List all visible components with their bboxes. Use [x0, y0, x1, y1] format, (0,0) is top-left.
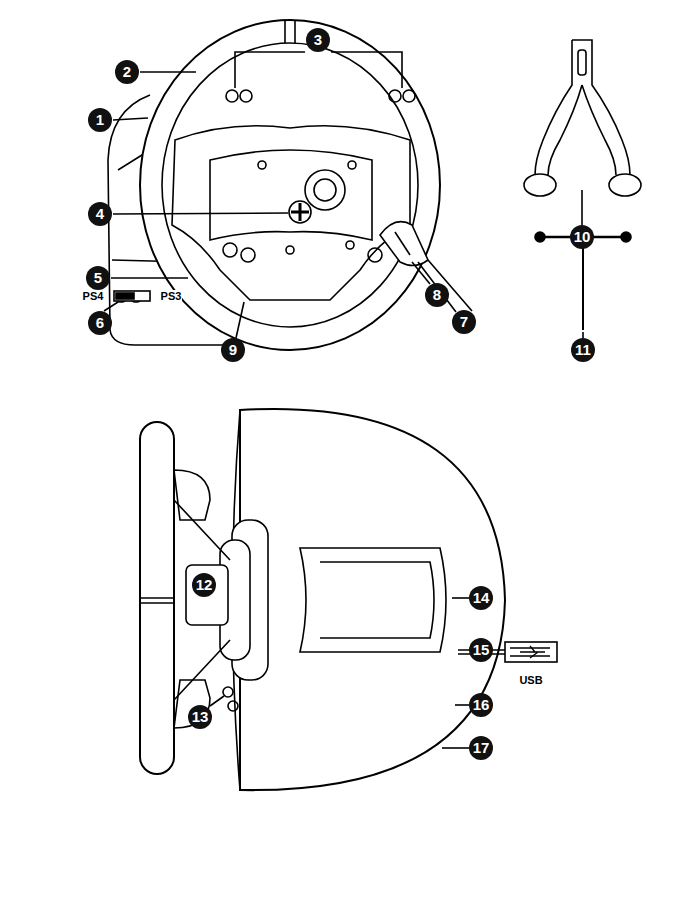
- callout-number: 16: [469, 693, 493, 717]
- callout-number: 4: [88, 202, 112, 226]
- callout-number: 12: [192, 573, 216, 597]
- callout-number: 3: [306, 28, 330, 52]
- callout-number: 11: [571, 338, 595, 362]
- callout-number: 13: [188, 705, 212, 729]
- part-label: USB: [518, 674, 543, 687]
- callout-number: 7: [452, 310, 476, 334]
- callout-number: 1: [88, 108, 112, 132]
- part-label: PS3: [160, 290, 183, 303]
- callout-number: 17: [469, 736, 493, 760]
- callout-number: 10: [570, 225, 594, 249]
- callout-number: 14: [469, 586, 493, 610]
- callout-number: 5: [86, 266, 110, 290]
- callout-number: 6: [88, 311, 112, 335]
- part-label: PS4: [82, 290, 105, 303]
- callout-number: 2: [115, 60, 139, 84]
- callout-number: 9: [221, 338, 245, 362]
- callout-number: 8: [425, 283, 449, 307]
- callout-number: 15: [469, 638, 493, 662]
